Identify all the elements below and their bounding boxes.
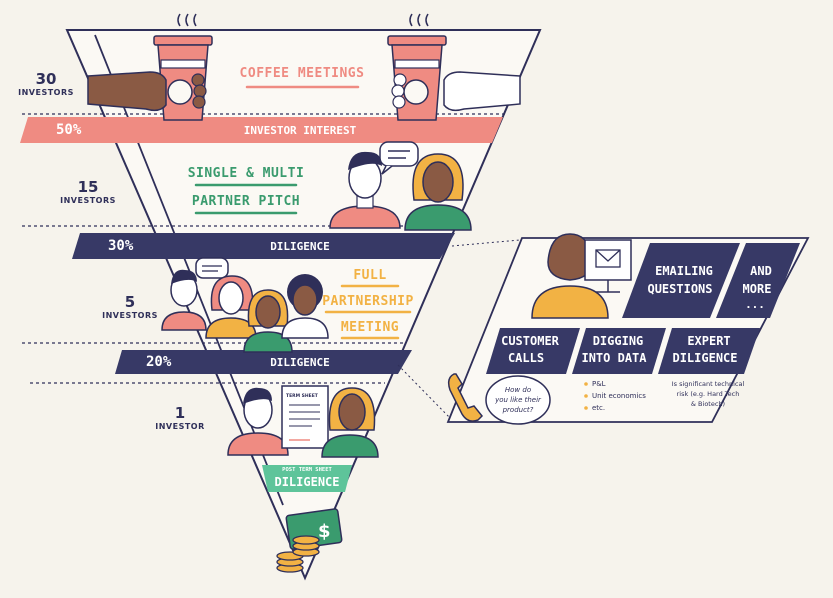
expert-note-line3: & Biotech) bbox=[690, 400, 726, 408]
meeting-label-line3: MEETING bbox=[340, 320, 400, 335]
pitch-label-line2: PARTNER PITCH bbox=[191, 194, 301, 209]
stage-3-count: 5 INVESTORS bbox=[102, 293, 158, 320]
envelope-icon bbox=[595, 249, 621, 268]
meeting-label-line1: FULL bbox=[353, 268, 387, 283]
more-line1: AND bbox=[750, 264, 772, 278]
emailing-line2: QUESTIONS bbox=[647, 282, 713, 296]
band-1-percent: 50% bbox=[56, 122, 82, 138]
count-unit: INVESTORS bbox=[102, 311, 158, 320]
bubble-line2: you like their bbox=[495, 396, 541, 404]
count-value: 5 bbox=[124, 293, 136, 311]
term-sheet-title: TERM SHEET bbox=[286, 394, 318, 399]
bubble-line1: How do bbox=[504, 386, 532, 394]
count-unit: INVESTORS bbox=[18, 88, 74, 97]
more-box bbox=[716, 243, 800, 318]
speech-bubble-icon bbox=[379, 141, 419, 175]
customer-line1: CUSTOMER bbox=[501, 334, 559, 348]
coin-stack-icon bbox=[276, 535, 320, 573]
bullet-unit-economics: Unit economics bbox=[592, 392, 646, 400]
svg-text:$: $ bbox=[318, 521, 331, 542]
meeting-label-line2: PARTNERSHIP bbox=[322, 294, 414, 309]
person-icon bbox=[329, 151, 401, 229]
count-value: 15 bbox=[77, 178, 99, 196]
person-icon bbox=[404, 153, 472, 231]
stage-2-count: 15 INVESTORS bbox=[60, 178, 116, 205]
stage-1-count: 30 INVESTORS bbox=[18, 70, 74, 97]
person-icon bbox=[531, 233, 609, 319]
digging-line1: DIGGING bbox=[592, 334, 644, 348]
hand-icon bbox=[87, 71, 207, 112]
connector-lines bbox=[397, 239, 521, 421]
customer-line2: CALLS bbox=[507, 351, 545, 365]
expert-note-line2: risk (e.g. Hard Tech bbox=[676, 390, 740, 398]
emailing-line1: EMAILING bbox=[655, 264, 713, 278]
more-line3: ... bbox=[745, 298, 765, 311]
customer-calls-box bbox=[486, 328, 580, 374]
document-icon bbox=[281, 385, 329, 449]
bullet-pl: P&L bbox=[592, 380, 606, 388]
person-icon bbox=[243, 289, 293, 353]
coffee-cup-icon bbox=[153, 13, 213, 121]
band-diligence-30 bbox=[72, 233, 455, 259]
person-icon bbox=[205, 275, 257, 339]
person-icon bbox=[161, 269, 207, 331]
stage-4-count: 1 INVESTOR bbox=[150, 404, 210, 431]
expert-line2: DILIGENCE bbox=[672, 351, 738, 365]
bullet-dots bbox=[584, 382, 588, 410]
count-value: 30 bbox=[35, 70, 57, 88]
band-post-term-diligence bbox=[262, 465, 352, 492]
band-2-percent: 30% bbox=[108, 238, 134, 254]
phone-icon bbox=[447, 373, 484, 422]
band-3-label: DILIGENCE bbox=[270, 356, 330, 369]
digging-line2: INTO DATA bbox=[581, 351, 647, 365]
more-line2: MORE bbox=[742, 282, 772, 296]
person-icon bbox=[321, 387, 379, 458]
post-term-diligence-label: DILIGENCE bbox=[274, 475, 340, 489]
speech-bubble-icon bbox=[485, 375, 551, 425]
expert-note-line1: Is significant technical bbox=[671, 380, 745, 388]
speech-bubble-icon bbox=[195, 257, 229, 279]
band-3-percent: 20% bbox=[146, 354, 172, 370]
hand-icon bbox=[391, 71, 521, 112]
expert-diligence-box bbox=[658, 328, 760, 374]
post-term-sheet-label: POST TERM SHEET bbox=[282, 467, 332, 473]
expert-line1: EXPERT bbox=[687, 334, 731, 348]
coffee-meetings-label: COFFEE MEETINGS bbox=[239, 66, 365, 81]
bullet-etc: etc. bbox=[592, 404, 606, 412]
count-unit: INVESTORS bbox=[60, 196, 116, 205]
person-icon bbox=[227, 387, 289, 456]
band-diligence-20 bbox=[115, 350, 412, 374]
emailing-box bbox=[622, 243, 740, 318]
band-2-label: DILIGENCE bbox=[270, 240, 330, 253]
band-investor-interest bbox=[20, 117, 503, 143]
pitch-label-line1: SINGLE & MULTI bbox=[187, 166, 305, 181]
person-icon bbox=[281, 274, 329, 339]
count-unit: INVESTOR bbox=[155, 422, 205, 431]
band-1-label: INVESTOR INTEREST bbox=[243, 124, 357, 137]
count-value: 1 bbox=[174, 404, 186, 422]
bubble-line3: product? bbox=[502, 406, 534, 414]
digging-data-box bbox=[572, 328, 666, 374]
